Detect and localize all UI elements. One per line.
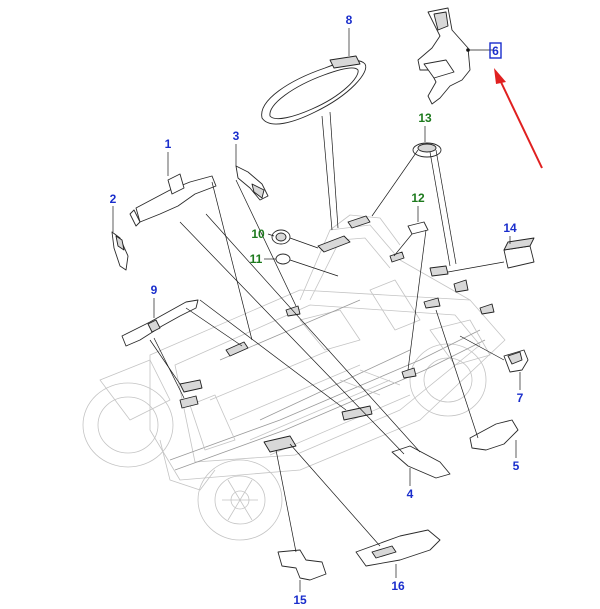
part-11-plug [275,253,291,265]
callout-8: 8 [346,13,353,27]
highlight-box [489,42,502,59]
callout-15: 15 [293,593,307,607]
part-6-wheelhouse-bracket [417,7,471,105]
callout-9: 9 [151,283,158,297]
callout-16: 16 [391,579,405,593]
callout-2: 2 [110,192,117,206]
callout-13: 13 [418,111,432,125]
highlight-indicator [466,42,543,169]
part-2-clip [111,231,129,271]
part-1-front-insulator [129,173,217,227]
part-16-underbody-panel [355,529,441,567]
callout-11: 11 [250,252,263,266]
callout-7: 7 [517,391,524,405]
callout-5: 5 [513,459,520,473]
part-13-grommet [412,142,442,158]
callout-4: 4 [407,487,414,501]
part-4-trim-strip [391,445,451,479]
callout-1: 1 [165,137,172,151]
callout-14: 14 [503,221,517,235]
part-9-side-insulator [121,299,199,347]
part-14-block [503,237,535,269]
part-5-bracket [469,419,519,451]
part-7-bracket [503,349,529,373]
part-10-plug [271,229,291,245]
part-3-bracket [235,165,269,201]
part-12-pad [407,221,429,235]
installed-parts [179,215,495,453]
leader-lines [112,28,521,592]
callout-12: 12 [411,191,425,205]
callout-labels: 8 6 13 1 3 2 12 10 14 11 9 7 5 4 16 15 [110,13,524,607]
vehicle-underbody-outline [82,214,506,541]
callout-6: 6 [492,44,499,58]
callout-3: 3 [233,129,240,143]
part-8-door-seal [261,55,367,125]
part-15-shield [277,549,327,581]
callout-10: 10 [251,227,265,241]
